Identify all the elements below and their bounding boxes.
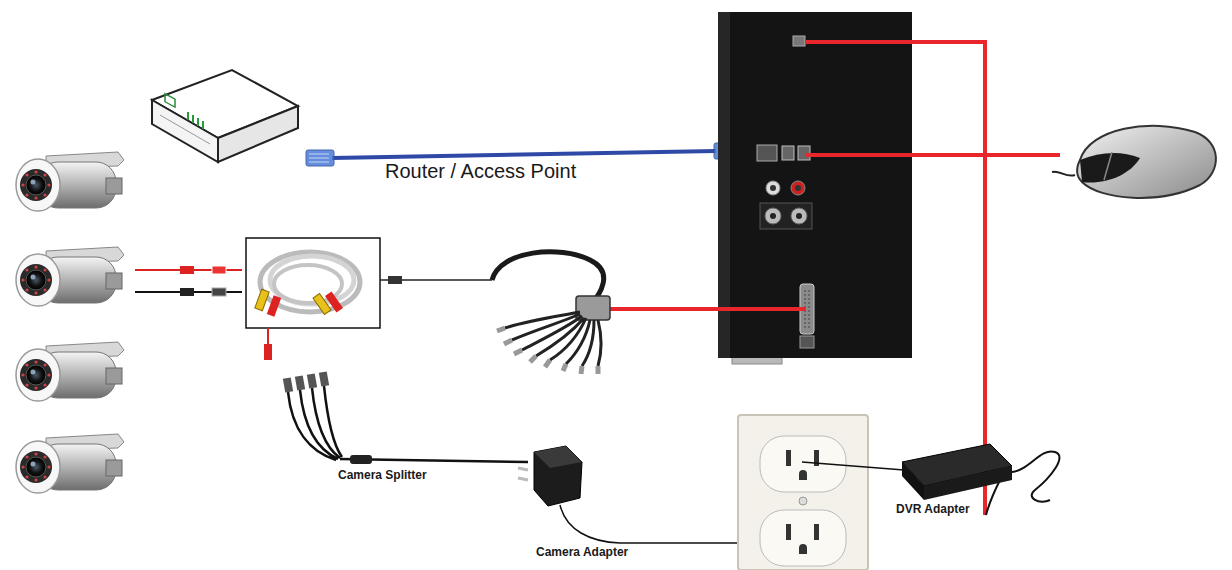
bnc-plug (212, 288, 226, 296)
adapter-top (534, 446, 582, 468)
bullet-camera (16, 342, 124, 401)
bnc-panel (760, 203, 812, 229)
adapter-body (534, 446, 582, 506)
bnc-jack (791, 208, 807, 224)
breakout-cable (492, 252, 610, 374)
part-label: Camera Adapter (536, 546, 656, 560)
dc-plug (267, 295, 281, 317)
part-label: DVR Adapter (896, 503, 1016, 517)
router-side (218, 106, 298, 162)
bnc-plug (180, 288, 194, 296)
dvr-body (718, 12, 912, 358)
network-cable (332, 151, 716, 158)
socket-ground (799, 470, 807, 480)
router-edge (160, 115, 210, 144)
mouse-split (1104, 152, 1112, 180)
rca-jack (766, 181, 780, 195)
camera-splitter (283, 371, 528, 464)
breakout-lead (505, 312, 601, 366)
bnc-plug (388, 276, 402, 284)
dc-plug (295, 375, 305, 390)
bullet-camera (16, 247, 124, 306)
socket (760, 510, 846, 566)
video-wire (606, 307, 806, 311)
socket-slot (786, 450, 791, 466)
rca-jack (791, 181, 805, 195)
dc-plug (307, 373, 317, 388)
bullet-camera (16, 434, 124, 493)
usb-port (782, 146, 794, 160)
mouse-cord (1052, 172, 1075, 176)
bnc-jack (796, 213, 802, 219)
bullet-camera (16, 152, 124, 211)
usb-mouse (1052, 126, 1216, 198)
adapter-side (902, 462, 924, 500)
power-jack (800, 336, 814, 348)
cable-box-frame (246, 238, 380, 328)
mouse-wire (806, 153, 1060, 157)
socket-slot (786, 524, 791, 540)
bnc-plug (497, 328, 598, 374)
dc-plug (325, 292, 343, 313)
dvr-back-panel (718, 12, 912, 364)
dc-plug (212, 266, 226, 274)
rca-jack (770, 185, 776, 191)
wall-outlet (738, 415, 868, 570)
socket-ground (799, 544, 807, 554)
router (152, 70, 298, 162)
power-cord (802, 462, 904, 470)
dc-plug (319, 371, 329, 386)
rca-jack (795, 185, 801, 191)
bnc-jack (765, 208, 781, 224)
dvr-edge (718, 12, 730, 358)
rj45-plug (309, 154, 329, 162)
router-light (188, 112, 203, 129)
dc-plug (264, 344, 272, 360)
part-label: Camera Splitter (338, 469, 458, 483)
splitter-lead (288, 386, 342, 460)
outlet-screw (799, 497, 807, 505)
part-label: Router / Access Point (385, 160, 645, 183)
mouse-body (1077, 126, 1216, 198)
adapter-front (924, 466, 1012, 500)
dc-plug (180, 266, 194, 274)
bnc-jack (770, 213, 776, 219)
outlet-plate (738, 415, 868, 570)
lan-port (757, 145, 777, 161)
router-light (165, 94, 175, 107)
dvr-port (793, 36, 805, 46)
plug-prong (518, 468, 528, 480)
cable-coil (270, 256, 354, 304)
ac-cord (1012, 452, 1059, 502)
bnc-plug (255, 289, 269, 311)
rj45-plug (306, 150, 334, 166)
socket-slot (814, 524, 819, 540)
cable-box (246, 238, 380, 328)
splitter-joint (350, 455, 372, 464)
rj45-plug (306, 150, 334, 166)
mouse-buttons (1080, 153, 1140, 183)
router-front (152, 100, 218, 162)
dc-plug (283, 377, 293, 392)
